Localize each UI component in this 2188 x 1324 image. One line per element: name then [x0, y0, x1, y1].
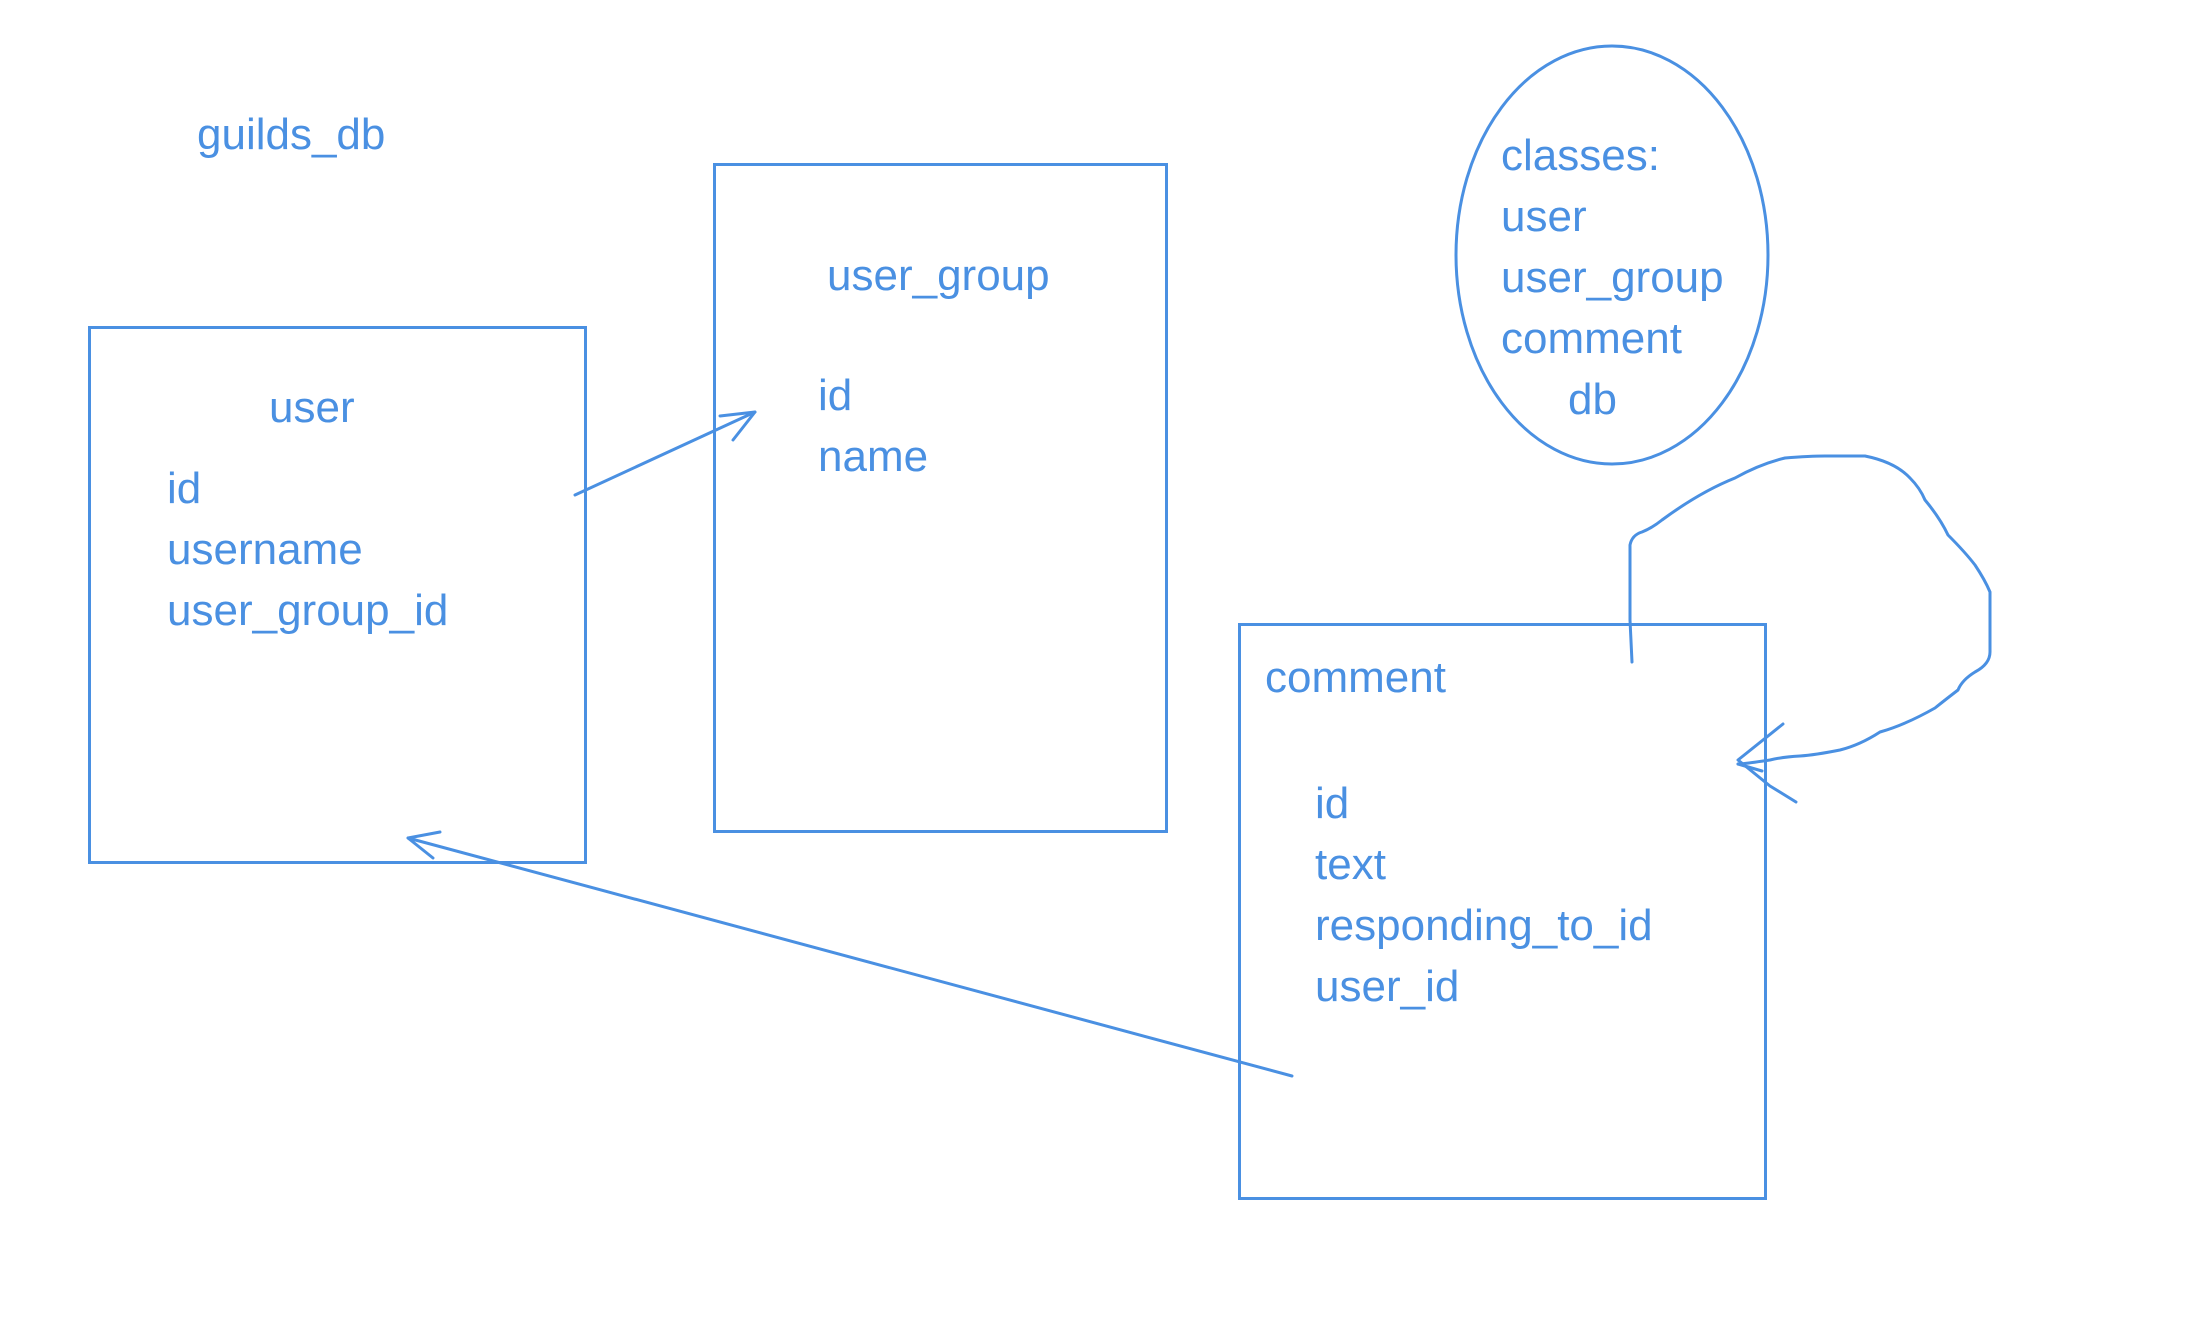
field-responding-to-id: responding_to_id: [1315, 901, 1653, 950]
field-id: id: [167, 464, 202, 513]
table-user-group: [713, 163, 1168, 833]
classes-note-ellipse: [1454, 44, 1770, 466]
table-comment-name: comment: [1265, 653, 1446, 702]
field-text: text: [1315, 840, 1386, 889]
diagram-title: guilds_db: [197, 110, 386, 159]
table-user-group-fields: id name: [818, 365, 928, 487]
classes-note-db: db: [1568, 375, 1617, 424]
field-user-group-id: user_group_id: [167, 586, 449, 635]
table-comment: [1238, 623, 1767, 1200]
table-user: [88, 326, 587, 864]
class-item-comment: comment: [1501, 314, 1682, 363]
class-item-user: user: [1501, 192, 1587, 241]
field-id: id: [818, 371, 853, 420]
field-id: id: [1315, 779, 1350, 828]
field-name: name: [818, 432, 929, 481]
table-user-fields: id username user_group_id: [167, 458, 448, 641]
classes-note-items: user user_group comment: [1501, 186, 1724, 369]
table-user-group-name: user_group: [827, 251, 1050, 300]
table-user-name: user: [269, 383, 355, 432]
classes-note-heading: classes:: [1501, 131, 1660, 180]
arrow-comment-self-reference: [1628, 454, 1992, 804]
arrow-comment-to-user: [406, 830, 1294, 1078]
arrow-user-to-user-group: [573, 410, 757, 497]
table-comment-fields: id text responding_to_id user_id: [1315, 773, 1653, 1017]
field-user-id: user_id: [1315, 962, 1460, 1011]
class-item-user-group: user_group: [1501, 253, 1724, 302]
field-username: username: [167, 525, 363, 574]
